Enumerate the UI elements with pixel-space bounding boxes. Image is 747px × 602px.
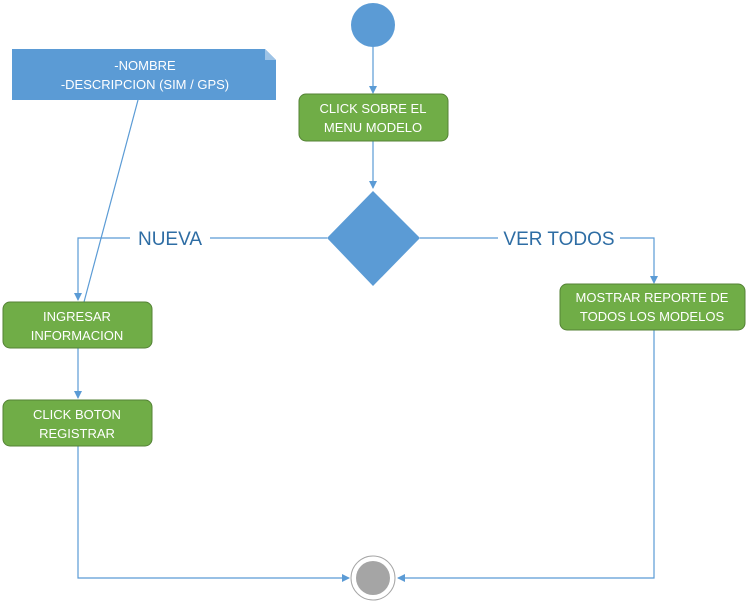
action-click-menu-modelo [298, 93, 449, 142]
edge-label-bg-right [498, 226, 620, 250]
edge-registrar-to-end [77, 446, 350, 582]
edge-label-bg-left [130, 226, 210, 250]
action-click-boton-registrar-line-2: REGISTRAR [39, 426, 115, 441]
action-ingresar-informacion-line-1: INGRESAR [43, 309, 111, 324]
edge-label-nueva: NUEVA [138, 229, 202, 250]
note-line-nombre: -NOMBRE [114, 58, 176, 73]
action-ingresar-informacion-line-2: INFORMACION [31, 328, 123, 343]
edge-decision-to-ingresar [74, 237, 327, 301]
action-mostrar-reporte-line-2: TODOS LOS MODELOS [580, 309, 725, 324]
start-node [351, 3, 395, 47]
note-fold [265, 49, 276, 60]
note-line-descripcion: -DESCRIPCION (SIM / GPS) [61, 77, 229, 92]
note-connector [83, 99, 139, 303]
action-click-boton-registrar [2, 399, 153, 447]
edge-label-ver-todos: VER TODOS [503, 229, 614, 250]
decision-node [327, 191, 420, 286]
action-mostrar-reporte-line-1: MOSTRAR REPORTE DE [576, 290, 729, 305]
action-mostrar-reporte [559, 283, 746, 331]
action-click-menu-modelo-line-1: CLICK SOBRE EL [320, 101, 427, 116]
action-click-menu-modelo-line-2: MENU MODELO [324, 120, 422, 135]
end-node [356, 561, 390, 595]
edge-reporte-to-end [397, 330, 655, 582]
action-ingresar-informacion [2, 301, 153, 349]
note-shape [12, 49, 276, 100]
action-click-boton-registrar-line-1: CLICK BOTON [33, 407, 121, 422]
